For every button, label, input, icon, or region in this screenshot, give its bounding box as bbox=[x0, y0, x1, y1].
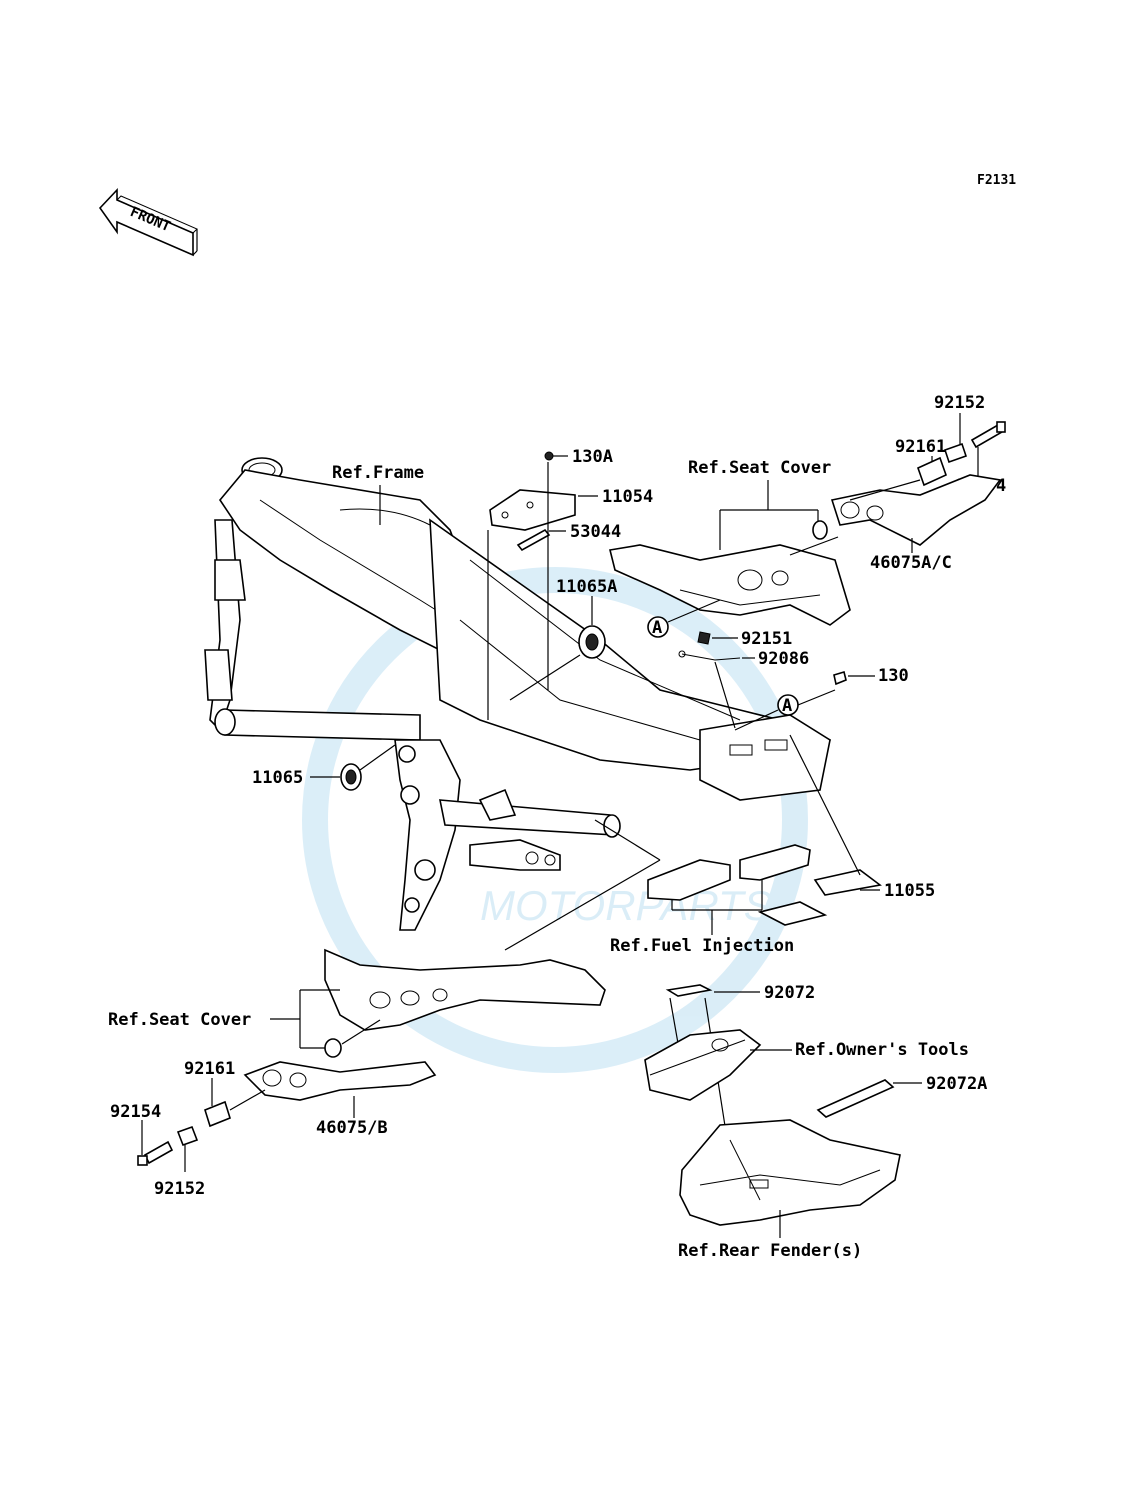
label-92154-bottom: 92154 bbox=[110, 1102, 161, 1122]
diagram-code: F2131 bbox=[977, 173, 1016, 188]
label-11065: 11065 bbox=[252, 768, 303, 788]
label-92152-top: 92152 bbox=[934, 393, 985, 413]
label-92161-top: 92161 bbox=[895, 437, 946, 457]
label-ref-frame: Ref.Frame bbox=[332, 463, 424, 483]
label-11065A: 11065A bbox=[556, 577, 617, 597]
collar-92161-bottom bbox=[204, 1100, 231, 1128]
seat-cover-top-part bbox=[609, 544, 851, 626]
screw-130A bbox=[544, 451, 554, 461]
label-ref-seat-cover-top: Ref.Seat Cover bbox=[688, 458, 831, 478]
callout-a-top-text: A bbox=[652, 618, 662, 638]
label-92161-bottom: 92161 bbox=[184, 1059, 235, 1079]
bracket-11055 bbox=[647, 844, 882, 926]
bolt-92154-bottom bbox=[137, 1140, 174, 1166]
watermark-text: MOTORPARTS bbox=[480, 882, 772, 929]
grab-bar-46075AC bbox=[830, 474, 1002, 546]
sleeve-92152-bottom bbox=[176, 1125, 199, 1147]
owners-tools-pouch bbox=[644, 1029, 762, 1101]
callout-a-top bbox=[647, 616, 669, 638]
bolt-92154-top bbox=[970, 421, 1006, 449]
front-arrow-icon: FRONT bbox=[98, 187, 198, 257]
label-92151: 92151 bbox=[741, 629, 792, 649]
label-53044: 53044 bbox=[570, 522, 621, 542]
label-130A: 130A bbox=[572, 447, 613, 467]
strap-92086 bbox=[678, 650, 741, 661]
label-ref-seat-cover-bottom: Ref.Seat Cover bbox=[108, 1010, 251, 1030]
collar-92161-top bbox=[917, 456, 947, 487]
label-130: 130 bbox=[878, 666, 909, 686]
grommet-11065 bbox=[340, 763, 362, 791]
grommet-11065A bbox=[578, 625, 606, 659]
rear-fender-part bbox=[679, 1119, 901, 1226]
label-ref-rear-fenders: Ref.Rear Fender(s) bbox=[678, 1241, 862, 1261]
pin-53044 bbox=[516, 528, 551, 552]
watermark-logo: MOTORPARTS bbox=[302, 567, 808, 1073]
label-92086: 92086 bbox=[758, 649, 809, 669]
label-11055: 11055 bbox=[884, 881, 935, 901]
seat-cover-bottom-part bbox=[324, 948, 606, 1031]
main-frame bbox=[204, 457, 832, 931]
callout-a-bottom-text: A bbox=[782, 696, 792, 716]
grab-bar-46075B bbox=[243, 1061, 437, 1101]
label-92152-bottom: 92152 bbox=[154, 1179, 205, 1199]
label-92072: 92072 bbox=[764, 983, 815, 1003]
label-46075AC: 46075A/C bbox=[870, 553, 952, 573]
screw-130 bbox=[833, 670, 847, 686]
sleeve-92152-top bbox=[943, 442, 968, 464]
strap-92072 bbox=[665, 984, 713, 997]
label-ref-owners-tools: Ref.Owner's Tools bbox=[795, 1040, 969, 1060]
label-46075B: 46075/B bbox=[316, 1118, 388, 1138]
bracket-11054 bbox=[489, 489, 576, 531]
strap-92072A bbox=[816, 1079, 895, 1118]
label-92072A: 92072A bbox=[926, 1074, 987, 1094]
label-ref-fuel-injection: Ref.Fuel Injection bbox=[610, 936, 794, 956]
label-11054: 11054 bbox=[602, 487, 653, 507]
bolt-92151 bbox=[697, 631, 711, 645]
